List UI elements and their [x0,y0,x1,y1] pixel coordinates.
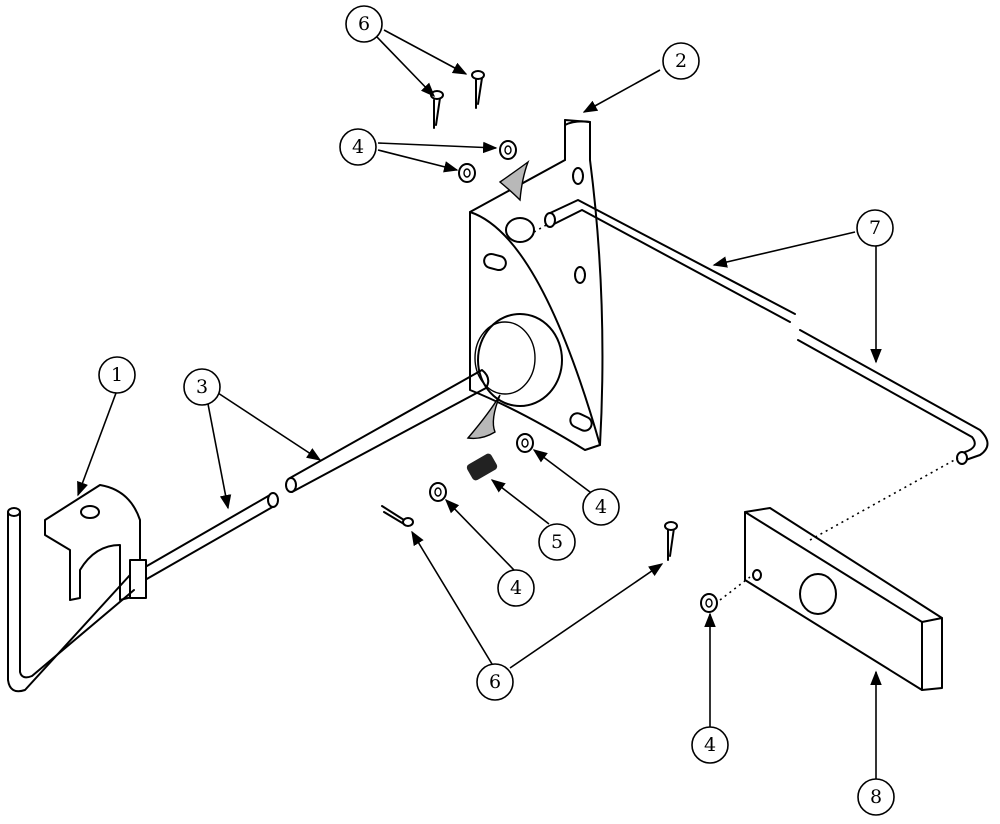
callout-4-top-label: 4 [352,136,364,158]
block-part [719,457,959,691]
callout-6-bottom: 6 [476,663,514,701]
callout-5-label: 5 [551,531,563,553]
upper-rod-part [533,199,989,465]
callout-2-label: 2 [675,50,687,72]
callout-8-label: 8 [870,786,882,808]
callout-4-middle: 4 [497,569,535,607]
callout-3: 3 [183,368,221,406]
callout-3-label: 3 [196,376,208,398]
callout-6-top: 6 [345,5,383,43]
washer-parts [429,140,718,613]
callout-4-middle-label: 4 [510,577,522,599]
callout-4-right-label: 4 [595,496,607,518]
callout-1-label: 1 [111,364,123,386]
callout-4-bottom-label: 4 [704,734,716,756]
callout-4-bottom: 4 [691,726,729,764]
callout-7: 7 [856,209,894,247]
callout-4-top: 4 [339,128,377,166]
callout-4-right: 4 [582,488,620,526]
bracket-part [469,119,604,451]
callout-2: 2 [662,42,700,80]
callout-7-label: 7 [869,217,881,239]
callout-6-bottom-label: 6 [489,671,501,693]
callout-5: 5 [538,523,576,561]
spring-part [466,394,501,481]
callout-8: 8 [857,778,895,816]
callout-1: 1 [98,356,136,394]
callout-6-top-label: 6 [358,13,370,35]
shaft-part [139,369,490,581]
handle-part [7,484,147,693]
leader-lines [77,29,882,779]
